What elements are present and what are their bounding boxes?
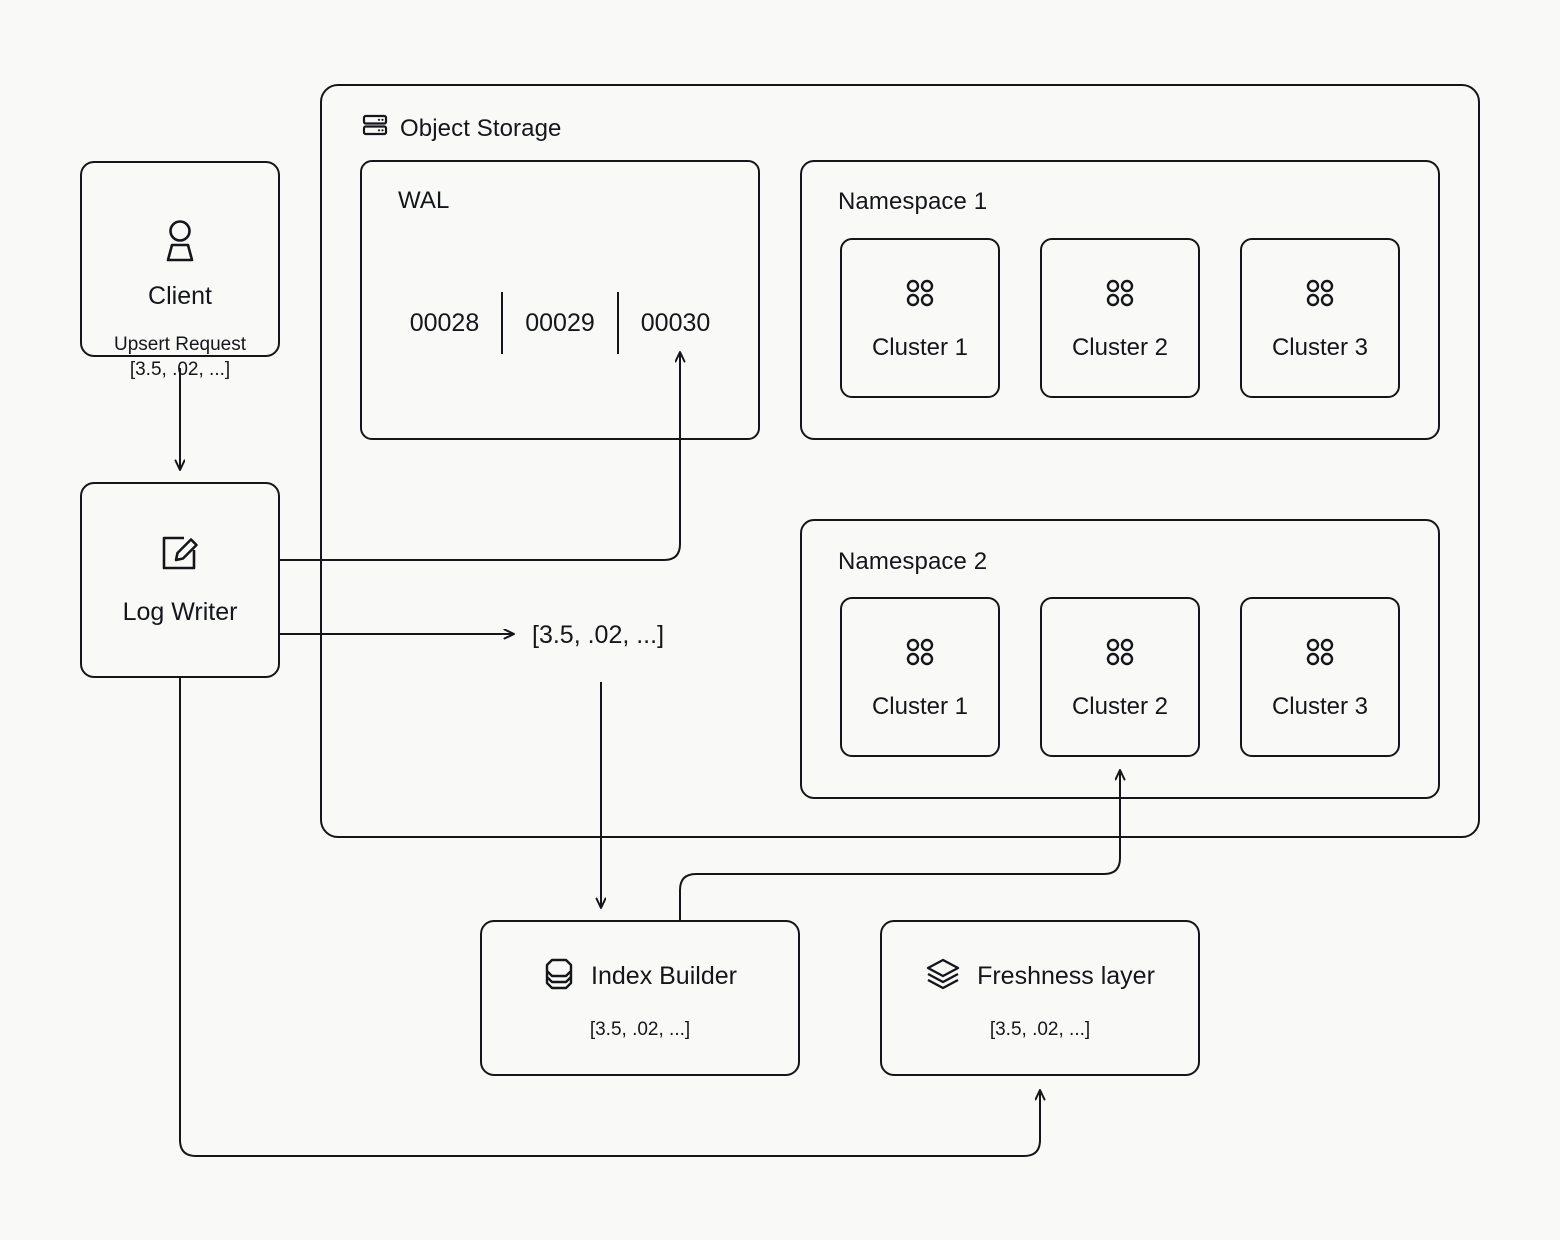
freshness-layer-node[interactable]: Freshness layer [3.5, .02, ...] <box>880 920 1200 1076</box>
cluster-label: Cluster 2 <box>1071 333 1169 361</box>
cluster-label: Cluster 1 <box>871 692 969 720</box>
namespace-2-group <box>800 519 1440 799</box>
wal-segment[interactable]: 00028 <box>409 308 480 337</box>
cluster-label: Cluster 3 <box>1271 333 1369 361</box>
cluster-box[interactable]: Cluster 2 <box>1040 597 1200 757</box>
index-builder-node[interactable]: Index Builder [3.5, .02, ...] <box>480 920 800 1076</box>
four-dots-icon <box>902 275 938 316</box>
cluster-box[interactable]: Cluster 3 <box>1240 597 1400 757</box>
object-storage-label: Object Storage <box>400 114 562 142</box>
log-writer-node[interactable]: Log Writer <box>80 482 280 678</box>
namespace-2-title: Namespace 2 <box>838 548 988 575</box>
freshness-layer-vector: [3.5, .02, ...] <box>989 1018 1091 1040</box>
cluster-label: Cluster 2 <box>1071 692 1169 720</box>
freshness-layer-header: Freshness layer <box>925 956 1155 997</box>
object-storage-title: Object Storage <box>362 112 562 145</box>
database-icon <box>543 956 575 997</box>
vector-edge-label: [3.5, .02, ...] <box>532 621 665 649</box>
namespace-1-group <box>800 160 1440 440</box>
index-builder-header: Index Builder <box>543 956 737 997</box>
client-subtext: Upsert Request [3.5, .02, ...] <box>80 332 280 382</box>
wal-segment-list: 00028 00029 00030 <box>360 292 760 354</box>
object-storage-group <box>320 84 1480 838</box>
wal-group <box>360 160 760 440</box>
four-dots-icon <box>1302 634 1338 675</box>
layers-icon <box>925 956 961 997</box>
namespace-1-cluster-row: Cluster 1 Cluster 2 <box>800 238 1440 398</box>
wal-segment[interactable]: 00030 <box>640 308 711 337</box>
wal-divider <box>501 292 504 354</box>
cluster-label: Cluster 3 <box>1271 692 1369 720</box>
wal-divider <box>616 292 619 354</box>
four-dots-icon <box>1102 275 1138 316</box>
index-builder-label: Index Builder <box>591 961 737 990</box>
client-label: Client <box>148 282 212 310</box>
client-request-line: Upsert Request <box>113 334 246 355</box>
server-rack-icon <box>362 112 388 145</box>
freshness-layer-label: Freshness layer <box>977 961 1155 990</box>
cluster-box[interactable]: Cluster 3 <box>1240 238 1400 398</box>
client-vector-line: [3.5, .02, ...] <box>129 359 231 381</box>
namespace-2-cluster-row: Cluster 1 Cluster 2 <box>800 597 1440 757</box>
cluster-box[interactable]: Cluster 2 <box>1040 238 1200 398</box>
wal-segment[interactable]: 00029 <box>525 308 595 337</box>
wal-title: WAL <box>398 187 450 214</box>
namespace-1-title: Namespace 1 <box>838 188 988 215</box>
four-dots-icon <box>1102 634 1138 675</box>
cluster-box[interactable]: Cluster 1 <box>840 597 1000 757</box>
client-node[interactable]: Client <box>80 161 280 357</box>
log-writer-label: Log Writer <box>122 598 238 626</box>
user-icon <box>160 219 200 268</box>
four-dots-icon <box>1302 275 1338 316</box>
edit-pencil-icon <box>159 533 201 580</box>
index-builder-vector: [3.5, .02, ...] <box>589 1018 691 1040</box>
four-dots-icon <box>902 634 938 675</box>
cluster-label: Cluster 1 <box>871 333 969 361</box>
cluster-box[interactable]: Cluster 1 <box>840 238 1000 398</box>
